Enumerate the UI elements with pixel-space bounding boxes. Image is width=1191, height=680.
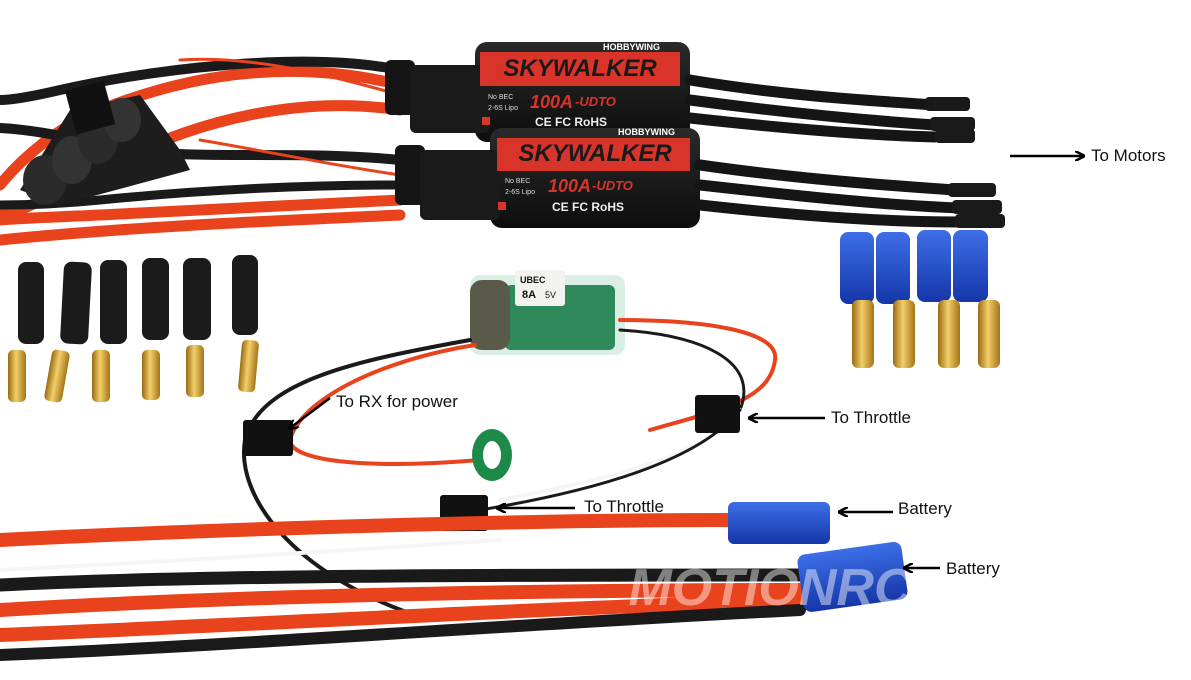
esc-brand-label-2: HOBBYWING <box>618 127 675 137</box>
motor-bullet-connectors-top <box>925 97 975 143</box>
esc-model-label-2: SKYWALKER <box>518 140 672 167</box>
esc-model-label: SKYWALKER <box>503 55 657 82</box>
ubec-rating: 8A <box>522 289 536 301</box>
label-battery-1: Battery <box>898 499 952 518</box>
esc-controller-top: HOBBYWING SKYWALKER 100A -UDTO No BEC 2-… <box>385 42 690 142</box>
esc-spec-1: No BEC <box>488 94 513 101</box>
ubec-voltage: 5V <box>545 290 556 300</box>
esc-rating-suffix: -UDTO <box>575 94 616 109</box>
label-battery-2: Battery <box>946 559 1000 578</box>
ubec-module: UBEC 8A 5V <box>470 270 625 355</box>
esc-rating-suffix-2: -UDTO <box>592 178 633 193</box>
label-to-throttle-2: To Throttle <box>584 497 665 516</box>
motor-bullet-connectors-bottom <box>948 183 1005 228</box>
esc-controller-bottom: HOBBYWING SKYWALKER 100A -UDTO No BEC 2-… <box>395 127 700 228</box>
esc-cert-label: CE FC RoHS <box>535 115 607 129</box>
esc-spec-1-b: No BEC <box>505 178 530 185</box>
annotation-arrows <box>290 156 1083 568</box>
watermark-logo: MOTIONRC <box>628 559 913 617</box>
ferrite-ring <box>472 429 512 481</box>
esc-cert-label-2: CE FC RoHS <box>552 200 624 214</box>
esc-spec-2: 2-6S Lipo <box>488 105 518 112</box>
heat-shrink-tubes <box>18 255 258 345</box>
watermark-url: www.motionrc.com <box>642 621 827 643</box>
label-to-motors: To Motors <box>1091 146 1166 165</box>
capacitor-bundle <box>20 80 190 205</box>
label-to-rx-power: To RX for power <box>336 392 458 411</box>
motionrc-watermark: MOTIONRC www.motionrc.com <box>628 559 913 643</box>
esc-rating-label: 100A <box>530 92 573 112</box>
esc-brand-label: HOBBYWING <box>603 42 660 52</box>
esc-rating-label-2: 100A <box>548 176 591 196</box>
arrow-to-rx <box>290 397 331 428</box>
ubec-label: UBEC <box>520 275 546 285</box>
battery-wires <box>0 513 807 661</box>
esc-bottom-motor-wires <box>694 159 966 228</box>
ec5-connectors-loose <box>840 230 1000 368</box>
esc-top-motor-wires <box>684 74 941 143</box>
ec5-battery-connectors <box>728 502 908 612</box>
esc-spec-2-b: 2-6S Lipo <box>505 189 535 196</box>
gold-bullet-connectors <box>8 339 259 403</box>
label-to-throttle-1: To Throttle <box>831 408 912 427</box>
